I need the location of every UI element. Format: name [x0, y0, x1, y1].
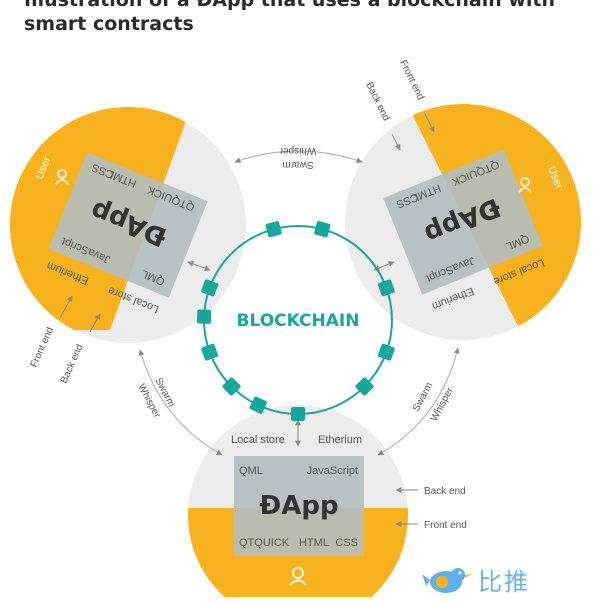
left-front-end-label: Front end [29, 326, 56, 370]
bird-logo-icon [422, 568, 472, 593]
right-back-end-label: Back end [363, 80, 391, 122]
link-right: Swarm Whisper [377, 347, 460, 456]
bottom-user-icon [289, 567, 307, 586]
blockchain-block [291, 407, 305, 421]
bottom-back-end-label: Back end [424, 486, 466, 497]
bottom-local-store-label: Local store [231, 434, 285, 446]
right-dapp-box [383, 149, 543, 295]
title-line-1: Illustration of a ÐApp that uses a block… [24, 0, 556, 11]
bottom-front-end-label: Front end [424, 520, 467, 531]
blockchain-block [314, 221, 331, 238]
top-swarm-label: Swarm [282, 159, 313, 170]
top-whisper-label: Whisper [279, 145, 316, 156]
left-user-icon [55, 169, 69, 185]
bottom-qtquick-label: QTQUICK [239, 537, 290, 549]
right-node: ÐApp QML JavaScript QTQUICK HTML CSS Loc… [345, 58, 581, 340]
bottom-qml-label: QML [239, 465, 263, 477]
title-line-2: smart contracts [24, 13, 194, 35]
bottom-css-label: CSS [335, 537, 358, 549]
right-swarm-label: Swarm [411, 381, 435, 414]
bottom-dapp-box [234, 456, 364, 556]
page-title: Illustration of a ÐApp that uses a block… [24, 0, 594, 36]
left-node: ÐApp QML JavaScript QTQUICK HTML CSS Loc… [10, 107, 246, 386]
link-top: Whisper Swarm [234, 145, 363, 170]
right-user-icon [518, 177, 532, 193]
blockchain-block [201, 343, 219, 361]
left-back-end-label: Back end [59, 343, 86, 386]
bottom-etherium-label: Etherium [318, 434, 362, 446]
blockchain-block [201, 279, 219, 297]
bottom-node: QML JavaScript ÐApp QTQUICK HTML CSS Loc… [188, 405, 467, 597]
link-left: Swarm Whisper [135, 349, 223, 456]
bottom-html-label: HTML [299, 537, 329, 549]
blockchain-block [265, 221, 282, 238]
watermark-text: 比推 [478, 568, 530, 596]
bottom-javascript-label: JavaScript [307, 465, 358, 477]
blockchain-block [249, 396, 267, 414]
watermark: 比推 [420, 560, 600, 597]
blockchain-block [196, 309, 212, 324]
bottom-dapp-title: ÐApp [259, 491, 338, 521]
left-dapp-box [48, 152, 208, 298]
blockchain-block [355, 377, 374, 396]
right-front-end-label: Front end [397, 58, 426, 101]
blockchain-label: BLOCKCHAIN [237, 311, 360, 331]
blockchain-block [222, 377, 241, 396]
blockchain-block [377, 279, 395, 297]
blockchain-block [377, 343, 395, 361]
